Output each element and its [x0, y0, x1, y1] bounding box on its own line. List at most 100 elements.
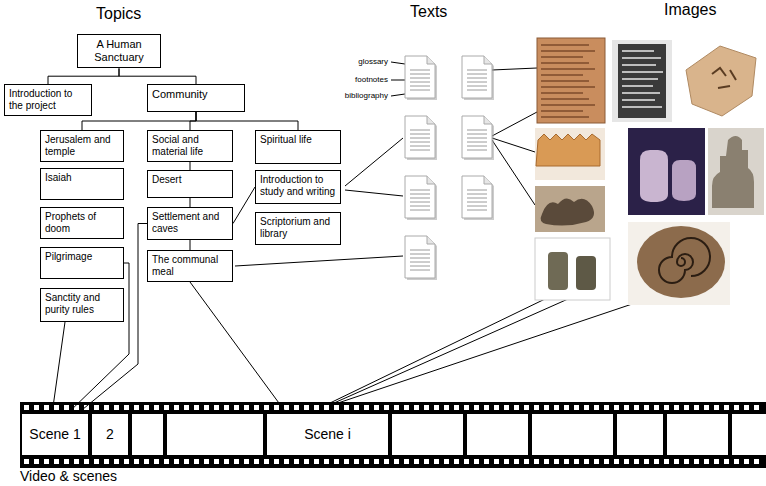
sprocket-holes	[204, 459, 209, 464]
sprocket-holes	[434, 459, 439, 464]
sprocket-holes	[334, 405, 339, 410]
topic-box: Community	[147, 84, 245, 112]
sprocket-holes	[254, 405, 259, 410]
sprocket-holes	[74, 459, 79, 464]
sprocket-holes	[354, 459, 359, 464]
note-label: glossary	[330, 57, 388, 66]
photo-parchment	[541, 98, 589, 100]
sprocket-holes	[544, 405, 549, 410]
document-icons	[467, 198, 487, 199]
document-icons	[410, 270, 430, 271]
sprocket-holes	[304, 405, 309, 410]
sprocket-holes	[344, 459, 349, 464]
sprocket-holes	[104, 459, 109, 464]
sprocket-holes	[364, 459, 369, 464]
leader-lines	[330, 299, 545, 403]
document-icons	[410, 250, 430, 251]
node-text: Social and material life	[152, 134, 228, 158]
scene-cell: Scene i	[267, 414, 388, 455]
film-cells	[667, 414, 728, 455]
document-icons	[467, 150, 487, 151]
sprocket-holes	[314, 405, 319, 410]
sprocket-holes	[744, 405, 749, 410]
connector-line	[48, 68, 119, 84]
sprocket-holes	[154, 459, 159, 464]
photo-parchment	[541, 50, 595, 52]
film-strip	[20, 402, 766, 468]
sprocket-holes	[124, 459, 129, 464]
photo-scroll-scan	[622, 85, 653, 87]
topic-box: Introduction to study and writing	[255, 170, 341, 204]
sprocket-holes	[694, 405, 699, 410]
sprocket-holes	[534, 405, 539, 410]
sprocket-holes	[694, 459, 699, 464]
sprocket-holes	[584, 405, 589, 410]
film-cells	[22, 414, 88, 455]
sprocket-holes	[274, 405, 279, 410]
sprocket-holes	[324, 459, 329, 464]
sprocket-holes	[734, 459, 739, 464]
sprocket-holes	[364, 405, 369, 410]
connector-line	[67, 263, 129, 414]
sprocket-holes	[384, 405, 389, 410]
sprocket-holes	[354, 405, 359, 410]
sprocket-holes	[604, 405, 609, 410]
scene-cell: 2	[92, 414, 128, 455]
sprocket-holes	[454, 405, 459, 410]
photo-shard	[680, 40, 762, 122]
sprocket-holes	[24, 459, 29, 464]
sprocket-holes	[284, 459, 289, 464]
sprocket-holes	[194, 405, 199, 410]
sprocket-holes	[754, 459, 759, 464]
film-cells	[467, 414, 528, 455]
sprocket-holes	[514, 459, 519, 464]
node-text: Scene i	[304, 426, 351, 443]
document-icons	[467, 134, 487, 135]
photo-parchment	[541, 62, 589, 64]
sprocket-holes	[644, 405, 649, 410]
sprocket-holes	[534, 459, 539, 464]
sprocket-holes	[494, 459, 499, 464]
connector-line	[196, 112, 298, 130]
node-text: Settlement and caves	[152, 211, 228, 235]
photo-parchment	[537, 38, 605, 123]
film-cells	[132, 414, 163, 455]
sprocket-holes	[414, 405, 419, 410]
sprocket-holes	[294, 405, 299, 410]
sprocket-holes	[504, 459, 509, 464]
topic-box: Social and material life	[147, 130, 233, 162]
sprocket-holes	[224, 405, 229, 410]
sprocket-holes	[594, 459, 599, 464]
film-cells	[532, 414, 613, 455]
film-cells	[392, 414, 463, 455]
photo-scroll-scan	[618, 44, 666, 118]
document-icons	[410, 206, 430, 207]
sprocket-holes	[274, 459, 279, 464]
photo-parchment	[541, 68, 595, 70]
film-cells	[617, 414, 663, 455]
connector-line	[190, 282, 287, 414]
sprocket-holes	[444, 459, 449, 464]
document-icons	[467, 86, 487, 87]
sprocket-holes	[184, 459, 189, 464]
photo-scroll-scan	[622, 50, 654, 52]
connector-line	[190, 198, 191, 207]
topic-box: Sanctity and purity rules	[40, 288, 124, 322]
sprocket-holes	[734, 405, 739, 410]
document-icons	[467, 74, 487, 75]
document-icons	[484, 56, 492, 64]
sprocket-holes	[664, 405, 669, 410]
sprocket-holes	[184, 405, 189, 410]
photo-cylinders	[548, 252, 568, 290]
sprocket-holes	[624, 405, 629, 410]
sprocket-holes	[574, 459, 579, 464]
sprocket-holes	[754, 405, 759, 410]
document-icons	[462, 176, 494, 220]
sprocket-holes	[664, 459, 669, 464]
film-cells	[267, 414, 388, 455]
sprocket-holes	[674, 405, 679, 410]
sprocket-holes	[614, 459, 619, 464]
document-icons	[467, 190, 487, 191]
sprocket-holes	[394, 405, 399, 410]
connector-line	[52, 322, 65, 414]
